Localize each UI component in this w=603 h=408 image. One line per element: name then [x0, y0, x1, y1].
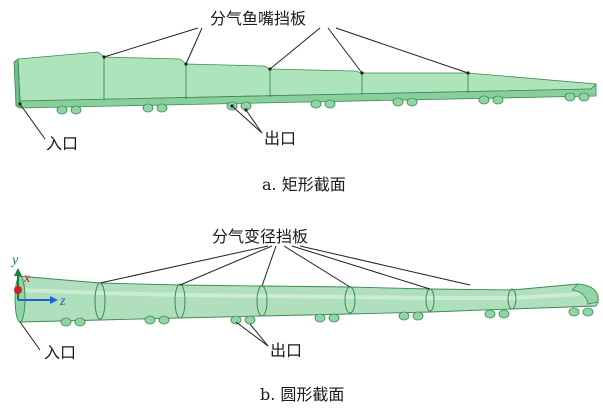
rect-leaders	[19, 27, 469, 140]
y-axis-label: y	[10, 253, 19, 268]
rect-outlet-label: 出口	[264, 129, 296, 148]
rect-baffle-edges	[103, 57, 469, 100]
rect-duct	[13, 51, 597, 115]
rect-inlet-label: 入口	[46, 134, 78, 153]
rect-baffle-label: 分气鱼嘴挡板	[210, 9, 306, 28]
round-duct	[14, 275, 599, 327]
round-outlet-label: 出口	[270, 341, 302, 360]
round-baffle-label: 分气变径挡板	[212, 227, 308, 246]
y-axis-arrow-icon	[14, 268, 22, 276]
round-outlets	[60, 307, 594, 327]
round-duct-elbow	[571, 283, 599, 305]
z-axis-label: z	[59, 294, 66, 309]
round-inlet-label: 入口	[44, 343, 76, 362]
z-axis-arrow-icon	[50, 296, 58, 304]
axes-triad: y x z	[10, 253, 66, 309]
rect-leader-dots	[18, 55, 470, 112]
round-duct-highlight	[19, 288, 581, 300]
round-caption: b. 圆形截面	[260, 385, 344, 404]
x-axis-marker-icon	[14, 286, 22, 294]
round-leaders	[19, 245, 471, 351]
rect-caption: a. 矩形截面	[262, 175, 346, 194]
rect-duct-end-face	[13, 58, 21, 109]
x-axis-label: x	[23, 271, 31, 286]
